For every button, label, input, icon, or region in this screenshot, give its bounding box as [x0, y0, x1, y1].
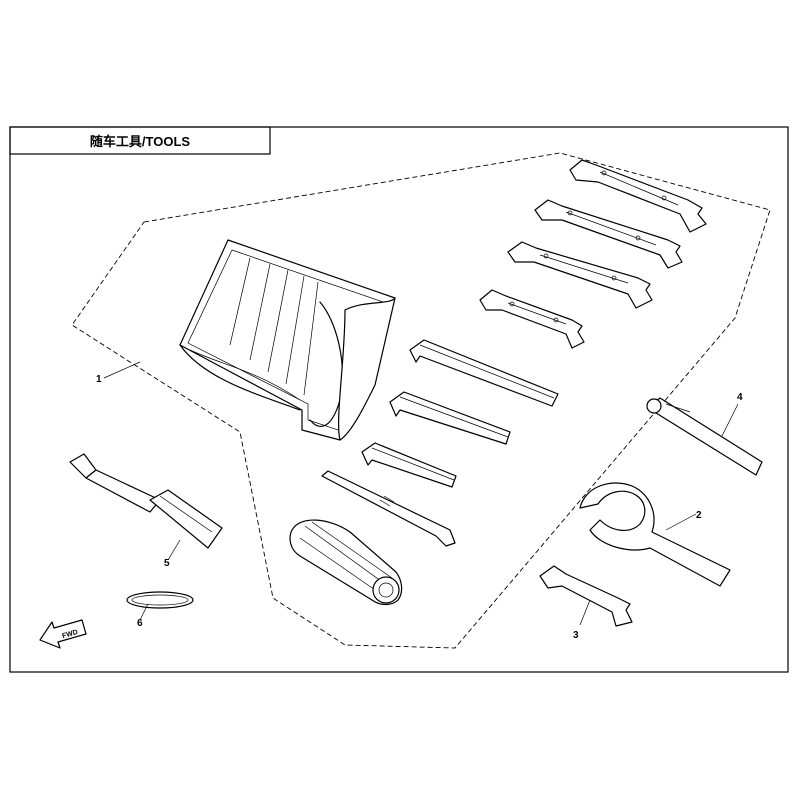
tool-kit-boundary	[71, 152, 771, 649]
fwd-arrow-icon: FWD	[39, 619, 87, 649]
callout-1: 1	[96, 374, 102, 385]
spanner-icon	[539, 565, 633, 627]
callout-4: 4	[737, 392, 743, 403]
callout-6: 6	[137, 618, 143, 629]
svg-text:FWD: FWD	[62, 629, 79, 640]
pin-tool-icon	[646, 397, 763, 476]
callout-5: 5	[164, 558, 170, 569]
hook-spanner-icon	[579, 482, 731, 587]
diagram-frame	[9, 126, 789, 673]
hex-key-icon	[361, 442, 457, 488]
spark-plug-socket-icon	[69, 453, 223, 549]
title-box	[9, 126, 271, 155]
open-end-wrench-icon	[479, 289, 585, 349]
hex-key-icon	[389, 391, 511, 445]
screwdriver-bit-icon	[321, 470, 456, 547]
hex-key-icon	[409, 339, 559, 407]
open-end-wrench-icon	[534, 199, 683, 269]
open-end-wrench-icon	[507, 241, 653, 309]
screwdriver-handle-icon	[289, 519, 403, 606]
callout-2: 2	[696, 510, 702, 521]
tool-bag-icon	[179, 239, 396, 441]
page-title: 随车工具/TOOLS	[90, 134, 190, 149]
o-ring-icon	[126, 591, 194, 609]
open-end-wrench-icon	[569, 159, 707, 233]
callout-3: 3	[573, 630, 579, 641]
